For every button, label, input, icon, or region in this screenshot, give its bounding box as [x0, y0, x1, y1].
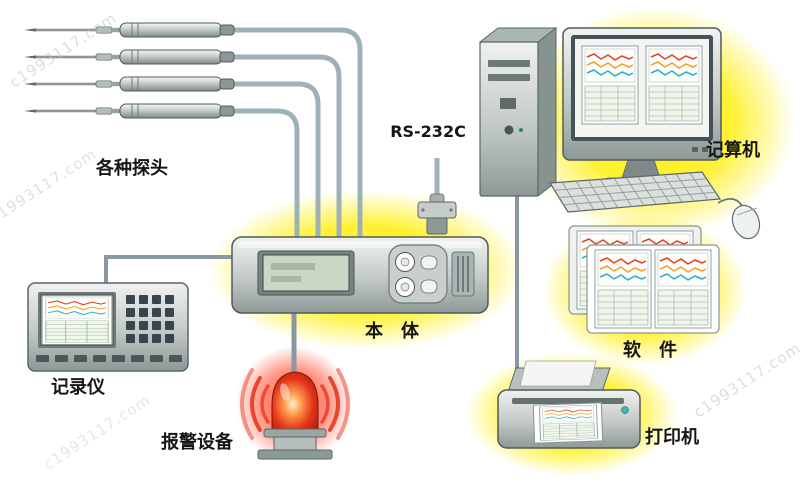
lcd-segment-2	[271, 276, 301, 282]
computer-tower	[478, 26, 558, 198]
monitor	[562, 27, 722, 188]
probe-3	[23, 76, 235, 92]
recorder-bottom-buttons	[36, 355, 182, 362]
button-panel	[388, 244, 448, 304]
software-label: 软 件	[623, 339, 677, 361]
drive-slot-1	[488, 60, 530, 67]
lcd-display	[262, 254, 350, 292]
cable-probe-4	[233, 108, 300, 242]
printer-output-slot	[512, 398, 624, 404]
main-unit-highlight	[238, 241, 482, 248]
monitor-chart-left	[581, 45, 639, 125]
probe-1	[23, 22, 235, 38]
lcd-segment-1	[271, 263, 315, 270]
probes-label: 各种探头	[95, 157, 168, 179]
mouse-cable	[717, 197, 743, 207]
drive-slot-2	[488, 74, 530, 81]
recorder-keypad	[126, 295, 174, 343]
recorder-chart	[41, 295, 113, 346]
recorder-device	[27, 282, 189, 372]
tower-side	[537, 26, 557, 198]
cable-probe-3	[233, 81, 321, 242]
alarm-rays	[240, 368, 350, 440]
recorder-label: 记录仪	[51, 377, 106, 398]
keyboard	[548, 171, 722, 213]
monitor-chart-right	[645, 45, 703, 125]
power-button	[504, 125, 514, 135]
alarm-plate	[263, 428, 327, 438]
watermark-right: c1993117.com	[690, 339, 800, 422]
monitor-button-1	[692, 147, 698, 152]
printer-output-paper	[532, 402, 604, 444]
labels: 各种探头 RS-232C 本 体 记算机 软 件 打印机 记录仪 报警设备	[51, 122, 760, 453]
connection-lines	[104, 27, 519, 374]
rs232c-connector	[417, 193, 457, 235]
software-screens	[568, 225, 720, 334]
rs232c-label: RS-232C	[390, 122, 466, 141]
connector-plug	[426, 217, 448, 235]
keyboard-keys	[554, 172, 716, 212]
watermark-top-left: c1993117.com	[6, 9, 120, 92]
main-unit-label: 本 体	[365, 320, 420, 342]
printer-paper-input	[519, 360, 597, 387]
tower-emblem	[500, 98, 516, 109]
printer	[497, 360, 641, 449]
line-recorder-to-main-unit	[104, 255, 236, 284]
watermark-bottom-left: c1993117.com	[40, 391, 154, 474]
pill-button-2	[420, 279, 438, 294]
cable-probe-1	[233, 27, 363, 242]
computer-label: 记算机	[706, 139, 760, 161]
mouse	[717, 197, 761, 240]
power-led	[519, 128, 523, 132]
alarm-base	[257, 449, 333, 460]
printer-indicator-light	[621, 406, 629, 414]
main-unit-device	[231, 236, 489, 314]
printer-chart	[538, 404, 599, 442]
pill-button-1	[420, 255, 438, 270]
software-window-front	[586, 244, 720, 334]
watermark-mid-left: c1993117.com	[0, 145, 100, 228]
alarm-device	[240, 368, 350, 460]
monitor-button-2	[702, 147, 708, 152]
alarm-bracket	[273, 436, 317, 452]
probe-4	[23, 103, 235, 119]
probe-group	[23, 22, 235, 119]
cable-probe-2	[233, 54, 342, 242]
alarm-dome	[271, 371, 319, 431]
alarm-label: 报警设备	[161, 431, 234, 453]
printer-label: 打印机	[645, 426, 699, 448]
